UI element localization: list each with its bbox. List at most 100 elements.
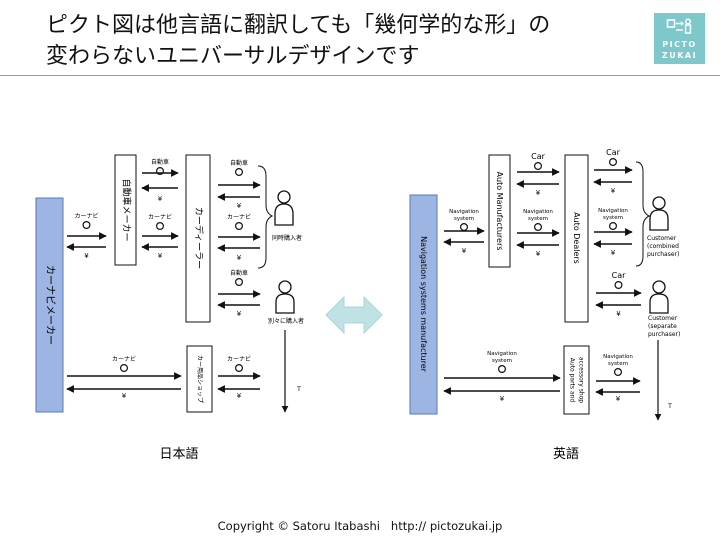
japanese-diagram: カーナビメーカー 自動車メーカー カーディーラー カー用品ショップ 同時購入者 … [35, 154, 304, 462]
jp-manufacturer-label: 自動車メーカー [121, 178, 133, 241]
page-title: ピクト図は他言語に翻訳しても「幾何学的な形」の 変わらないユニバーサルデザインで… [46, 10, 550, 72]
english-diagram: Navigation systems manufacturer Auto Man… [409, 154, 680, 462]
translate-exchange-arrow-icon [325, 295, 383, 335]
jp-buyer-separate: 別々に購入者 [268, 317, 304, 325]
en-person-separate-head-icon [652, 280, 666, 294]
jp-shop-box [186, 345, 213, 413]
en-vendor-shop-item-label-2: system [492, 358, 512, 364]
jp-dealer-buyer-car-item-label: 自動車 [230, 159, 248, 167]
en-shop-buyer-item-label-2: system [608, 361, 628, 367]
en-mfr-dealer-navi-item-icon [533, 223, 542, 232]
en-shop-buyer-money-label: ¥ [616, 395, 621, 403]
jp-vendor-box [35, 197, 64, 413]
en-mfr-dealer-navi-money-label: ¥ [536, 250, 541, 258]
title-line-1: ピクト図は他言語に翻訳しても「幾何学的な形」の [46, 13, 551, 38]
pictozukai-logo: PICTO ZUKAI [654, 13, 705, 64]
jp-shop-buyer-item-label: カーナビ [227, 355, 251, 363]
en-shop-buyer-item-label-1: Navigation [603, 354, 633, 360]
en-mfr-dealer-navi-item-label-2: system [528, 216, 548, 222]
jp-person-separate-body-icon [275, 293, 295, 314]
en-person-combined-head-icon [652, 196, 666, 210]
en-mfr-dealer-navi-item-label-1: Navigation [523, 209, 553, 215]
en-bracket [635, 161, 651, 267]
en-dealer-buyer-navi-item-label-1: Navigation [598, 208, 628, 214]
jp-dealer-buyer-car-money-label: ¥ [237, 202, 242, 210]
en-dealer-box [564, 154, 589, 323]
en-vendor-shop-money-label: ¥ [500, 395, 505, 403]
en-person-combined-body-icon [649, 209, 669, 231]
en-vendor-mfr-item-label-1: Navigation [449, 209, 479, 215]
en-shop-label-line-1: Auto parts and [569, 358, 576, 403]
jp-vendor-shop-money-label: ¥ [122, 392, 127, 400]
jp-dealer-box [185, 154, 211, 323]
copyright-footer: Copyright © Satoru Itabashi http:// pict… [217, 519, 503, 533]
en-dealer-buyer-car-money-label: ¥ [611, 187, 616, 195]
jp-bracket [257, 165, 274, 269]
en-vendor-mfr-item-label-2: system [454, 216, 474, 222]
jp-shop-buyer-money-label: ¥ [237, 392, 242, 400]
jp-vendor-mfr-money-label: ¥ [84, 252, 89, 260]
logo-text-picto: PICTO [662, 40, 697, 49]
jp-mfr-dealer-navi-item-icon [156, 222, 165, 231]
title-line-2: 変わらないユニバーサルデザインです [46, 44, 420, 69]
logo-glyph-icon [666, 18, 692, 34]
jp-manufacturer-box [114, 154, 137, 266]
jp-dealer-buyer-navi-money-label: ¥ [237, 254, 242, 262]
en-shop-box [563, 345, 590, 415]
en-shop-buyer-item-icon [613, 368, 622, 377]
jp-mfr-dealer-navi-money-label: ¥ [158, 252, 163, 260]
en-dealer-label: Auto Dealers [572, 212, 581, 264]
jp-dealer-buyer-navi-item-icon [235, 222, 244, 231]
en-buyer-separate-line-2: (separate [648, 323, 677, 330]
en-buyer-separate-line-3: purchaser) [648, 331, 680, 338]
jp-person-separate-head-icon [278, 280, 292, 294]
jp-time-label: T [296, 386, 301, 393]
jp-shop-buyer-item-icon [235, 364, 244, 373]
en-vendor-box [409, 194, 438, 415]
jp-vendor-shop-item-label: カーナビ [112, 355, 136, 363]
jp-mfr-dealer-car-money-label: ¥ [158, 195, 163, 203]
jp-dealer-separate-car-item-label: 自動車 [230, 269, 248, 277]
jp-vendor-label: カーナビメーカー [44, 265, 56, 345]
title-divider [0, 75, 720, 76]
jp-dealer-separate-car-money-label: ¥ [237, 310, 242, 318]
en-buyer-combined-line-1: Customer [647, 235, 677, 242]
jp-person-combined-head-icon [277, 190, 291, 204]
en-vendor-mfr-item-icon [460, 223, 469, 232]
jp-shop-label: カー用品ショップ [196, 355, 203, 403]
en-mfr-dealer-car-item-label: Car [531, 152, 545, 161]
en-time-label: T [667, 403, 672, 410]
jp-mfr-dealer-car-item-label: 自動車 [151, 158, 169, 166]
jp-mfr-dealer-navi-item-label: カーナビ [148, 213, 172, 221]
en-vendor-mfr-money-label: ¥ [462, 247, 467, 255]
en-dealer-separate-car-item-icon [614, 281, 623, 290]
jp-dealer-label: カーディーラー [193, 207, 205, 269]
jp-caption: 日本語 [159, 446, 198, 462]
en-dealer-separate-car-money-label: ¥ [616, 310, 621, 318]
en-manufacturer-label: Auto Manufacturers [495, 172, 504, 251]
jp-dealer-separate-car-item-icon [235, 278, 244, 287]
en-dealer-buyer-navi-money-label: ¥ [611, 249, 616, 257]
en-dealer-buyer-car-item-label: Car [606, 148, 620, 157]
jp-vendor-mfr-item-label: カーナビ [74, 212, 98, 220]
en-dealer-buyer-navi-item-icon [608, 222, 617, 231]
jp-dealer-buyer-navi-item-label: カーナビ [227, 213, 251, 221]
en-buyer-combined-line-2: (combined [647, 243, 679, 250]
jp-vendor-shop-item-icon [119, 364, 128, 373]
en-shop-label-line-2: accessory shop [578, 357, 585, 403]
en-vendor-shop-item-icon [498, 365, 507, 374]
en-mfr-dealer-car-money-label: ¥ [536, 189, 541, 197]
en-caption: 英語 [553, 446, 579, 462]
jp-dealer-buyer-car-item-icon [235, 168, 244, 177]
jp-buyer-combined: 同時購入者 [272, 234, 302, 242]
jp-vendor-mfr-item-icon [82, 221, 91, 230]
en-dealer-separate-car-item-label: Car [612, 271, 626, 280]
en-manufacturer-box [488, 154, 511, 268]
en-person-separate-body-icon [649, 293, 669, 314]
logo-text-zukai: ZUKAI [661, 51, 698, 60]
jp-person-combined-body-icon [274, 203, 294, 226]
en-vendor-label: Navigation systems manufacturer [419, 236, 428, 373]
en-mfr-dealer-car-item-icon [533, 162, 542, 171]
en-buyer-combined-line-3: purchaser) [647, 251, 679, 258]
